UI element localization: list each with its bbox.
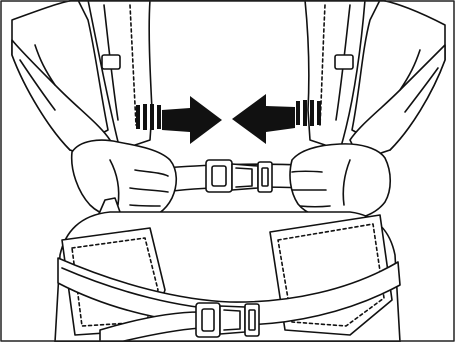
left-forearm [11,39,111,161]
left-sleeve-fold-2 [19,59,56,111]
right-hand-finger-3 [299,205,331,208]
left-sleeve-fold-1 [34,44,56,86]
right-leg-pad-stitch [277,223,385,327]
left-hand-knuckle [109,159,120,206]
chest-strap-buckle-icon [205,159,273,193]
left-hand-finger-1 [134,169,169,177]
right-hand-knuckle [342,159,351,206]
right-strap-bars [296,100,321,126]
waist-belt-buckle-icon [195,302,260,338]
left-strap-loop [101,54,121,70]
left-hand-finger-2 [129,187,169,193]
right-hand-finger-1 [291,170,323,173]
right-sleeve-fold-1 [399,49,421,91]
right-forearm [349,44,446,161]
right-strap-loop [334,54,354,70]
right-sleeve-fold-2 [404,67,439,113]
left-hand [70,139,178,222]
left-strap-bars [136,104,161,130]
left-hand-finger-3 [129,204,161,207]
right-hand [289,143,392,221]
arrow-left-icon [232,94,295,144]
arrow-right-icon [162,96,222,144]
left-strap-stitch [129,4,137,126]
